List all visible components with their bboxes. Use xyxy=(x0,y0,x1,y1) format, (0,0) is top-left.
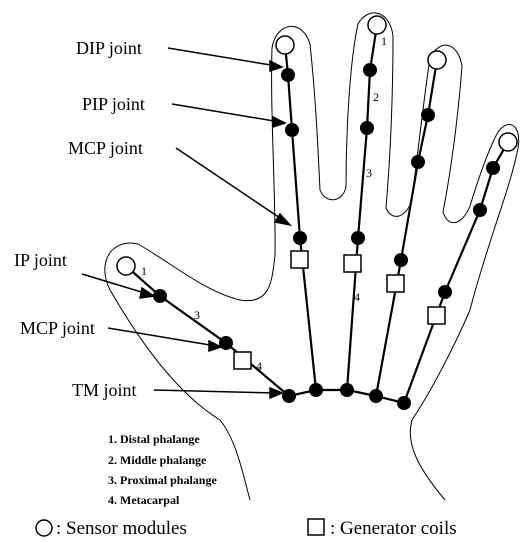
label-mcp-joint-finger: MCP joint xyxy=(68,138,143,158)
joint-dot xyxy=(219,336,233,350)
middle-finger-line xyxy=(347,25,377,390)
generator-coil xyxy=(428,307,445,324)
segment-number: 3 xyxy=(194,308,200,322)
sensor-module-thumb xyxy=(117,257,135,275)
joint-dot xyxy=(153,289,167,303)
joint-dot xyxy=(293,231,307,245)
hand-outline xyxy=(105,13,519,500)
joint-dot xyxy=(421,108,435,122)
generator-coil-legend-icon xyxy=(308,519,324,535)
joint-dot xyxy=(486,161,500,175)
sensor-modules xyxy=(117,16,517,275)
joint-dot xyxy=(351,231,365,245)
joint-dot xyxy=(281,68,295,82)
joint-dot xyxy=(438,285,452,299)
joint-dot xyxy=(369,389,383,403)
segment-number: 2 xyxy=(373,90,379,104)
generator-coil xyxy=(387,275,404,292)
segment-number: 3 xyxy=(366,166,372,180)
generator-coil-legend-label: : Generator coils xyxy=(330,518,457,539)
sensor-module-ring xyxy=(428,51,446,69)
phalange-legend-item: 4. Metacarpal xyxy=(108,493,180,507)
generator-coils xyxy=(234,251,445,369)
phalange-legend-item: 1. Distal phalange xyxy=(108,432,200,446)
label-pip-joint: PIP joint xyxy=(82,94,145,114)
joint-dot xyxy=(397,396,411,410)
generator-coil xyxy=(234,352,251,369)
joint-dot xyxy=(411,155,425,169)
sensor-module-index xyxy=(276,36,294,54)
label-mcp-joint-thumb: MCP joint xyxy=(20,318,95,338)
joint-dot xyxy=(363,63,377,77)
sensor-module-legend-label: : Sensor modules xyxy=(56,518,187,539)
generator-coil xyxy=(291,251,308,268)
label-tm-joint: TM joint xyxy=(72,380,137,400)
sensor-module-legend-icon xyxy=(36,520,52,536)
joint-dot xyxy=(309,383,323,397)
joint-dot xyxy=(394,253,408,267)
segment-number: 4 xyxy=(256,359,262,373)
label-dip-joint: DIP joint xyxy=(76,38,142,58)
joint-dot xyxy=(282,389,296,403)
sensor-module-little xyxy=(499,133,517,151)
joint-dot xyxy=(360,121,374,135)
phalange-legend-item: 2. Middle phalange xyxy=(108,453,207,467)
generator-coil xyxy=(344,255,361,272)
thumb-line xyxy=(126,266,289,396)
segment-number: 1 xyxy=(381,34,387,48)
phalange-legend-item: 3. Proximal phalange xyxy=(108,473,217,487)
little-finger-line xyxy=(404,142,508,403)
joint-dot xyxy=(285,123,299,137)
sensor-module-middle xyxy=(368,16,386,34)
segment-number: 4 xyxy=(354,290,360,304)
joint-dot xyxy=(340,383,354,397)
label-ip-joint: IP joint xyxy=(14,250,67,270)
segment-number: 1 xyxy=(141,264,147,278)
index-finger-line xyxy=(285,45,316,390)
joint-dot xyxy=(473,203,487,217)
